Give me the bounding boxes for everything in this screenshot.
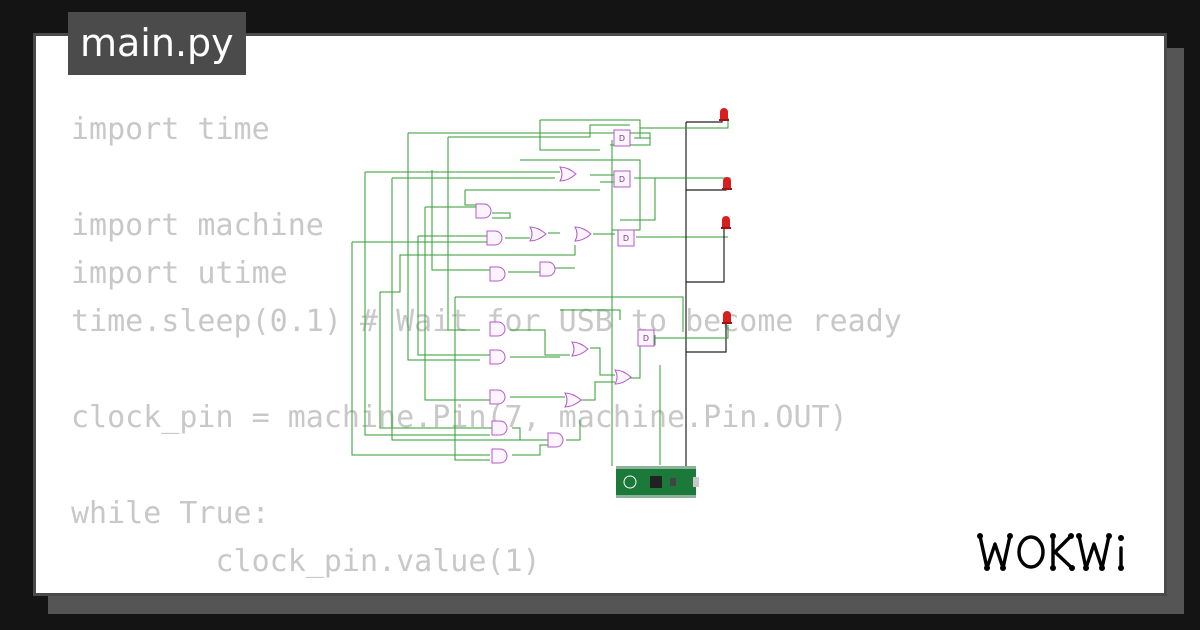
power-wires [685,116,727,466]
preview-card: import time import machine import utime tim… [33,33,1167,596]
code-line: import time [71,112,270,147]
raspberry-logo-icon [623,475,637,489]
file-tab[interactable]: main.py [68,12,246,75]
leds [719,108,732,324]
flip-flops: D D D D [613,129,655,347]
led-icon [719,108,729,121]
logic-gates [475,166,632,464]
flip-flop-label: D [619,134,625,143]
led-icon [722,311,732,324]
led-icon [721,216,731,229]
flip-flop-label: D [643,334,649,343]
flip-flop-label: D [619,175,625,184]
code-line: while True: [71,496,270,531]
raspberry-pi-pico-board [616,466,699,498]
led-wires [634,118,731,339]
code-editor: import time import machine import utime tim… [71,106,1064,593]
code-line: import utime [71,256,288,291]
flip-flop-label: D [623,234,629,243]
code-line: time.sleep_ms(500) # Adjust the delay as… [71,586,1064,593]
code-line: import machine [71,208,324,243]
wokwi-logo[interactable] [975,528,1153,576]
code-line: clock_pin.value(1) [71,544,541,579]
wires [351,119,728,466]
led-icon [722,177,732,190]
